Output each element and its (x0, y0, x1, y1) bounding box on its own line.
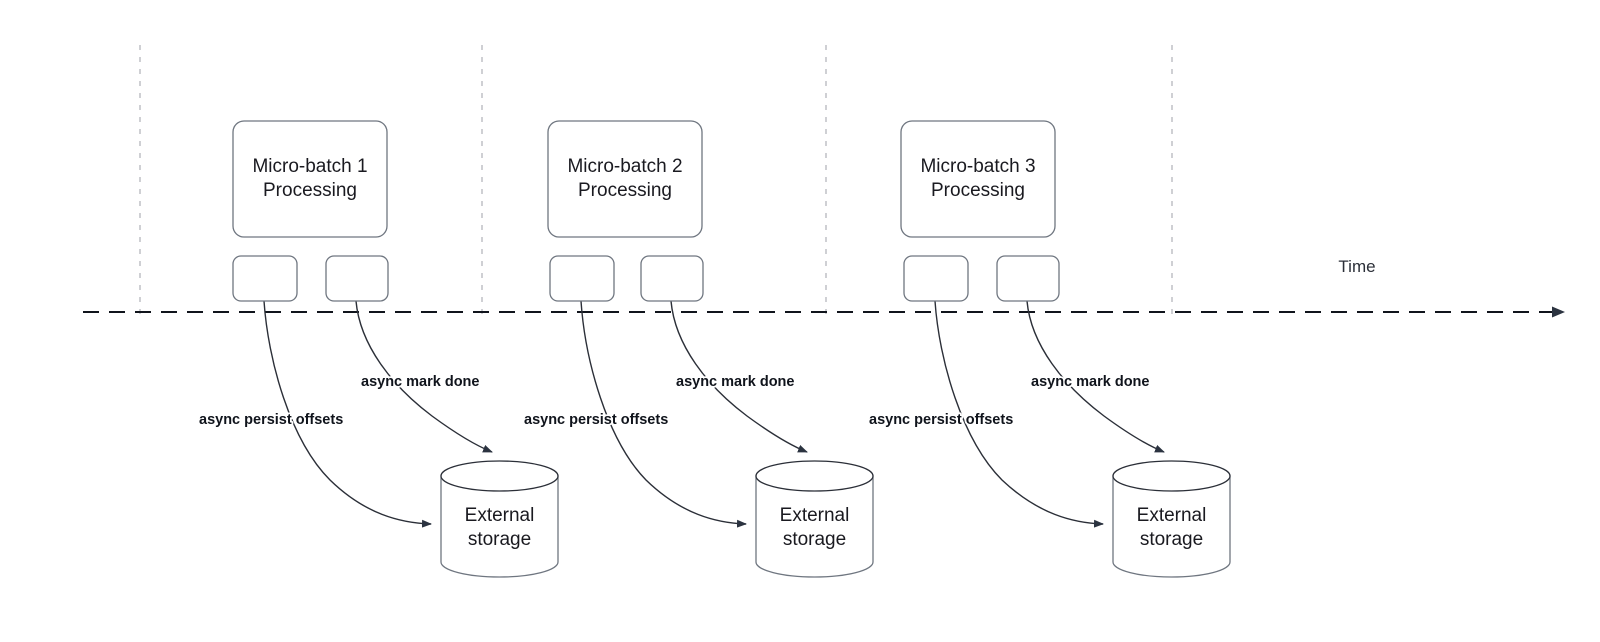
timeline-axis: Time (83, 257, 1565, 318)
edge-labels: async persist offsets async persist offse… (197, 372, 1151, 430)
external-storage-body-3[interactable] (1112, 475, 1231, 578)
microbatch-box-1[interactable] (232, 120, 388, 238)
edge-mark-done-1 (355, 300, 493, 453)
external-storage-label-line2-2: storage (783, 529, 846, 550)
microbatch-label-line2-1: Processing (263, 180, 357, 201)
microbatch-box-3[interactable] (900, 120, 1056, 238)
edge-label-mark-done-2: async mark done (676, 374, 794, 390)
microbatch-label-line2-2: Processing (578, 180, 672, 201)
edge-label-persist-offsets-1: async persist offsets (199, 412, 343, 428)
microbatch-box-2[interactable] (547, 120, 703, 238)
microbatch-label-line2-3: Processing (931, 180, 1025, 201)
mini-box-2-2[interactable] (640, 255, 704, 302)
edge-mark-done-2 (670, 300, 808, 453)
edge-label-halo-mark-done-1: async mark done (361, 374, 479, 390)
external-storage-label-line2-3: storage (1140, 529, 1203, 550)
microbatch-label-line1-1: Micro-batch 1 (252, 156, 367, 177)
edge-label-halo-mark-done-2: async mark done (676, 374, 794, 390)
external-storage-top-2 (755, 460, 874, 492)
edge-label-halo-mark-done-3: async mark done (1031, 374, 1149, 390)
external-storage-body-2[interactable] (755, 475, 874, 578)
external-storage-label-line1-1: External (465, 505, 535, 526)
edge-persist-offsets-2 (580, 300, 747, 528)
mini-box-3-1[interactable] (903, 255, 969, 302)
external-storage-label-line2-1: storage (468, 529, 531, 550)
time-axis-label: Time (1338, 257, 1375, 276)
timeline-dividers (139, 45, 1173, 318)
mini-box-2-1[interactable] (549, 255, 615, 302)
edge-mark-done-3 (1026, 300, 1165, 453)
microbatch-label-line1-2: Micro-batch 2 (567, 156, 682, 177)
mini-box-1-2[interactable] (325, 255, 389, 302)
external-storage-top-3 (1112, 460, 1231, 492)
edge-persist-offsets-3 (934, 300, 1104, 528)
flow-edges (263, 300, 1165, 528)
edge-label-persist-offsets-3: async persist offsets (869, 412, 1013, 428)
mini-box-3-2[interactable] (996, 255, 1060, 302)
edge-persist-offsets-1 (263, 300, 432, 528)
edge-label-halo-persist-offsets-1: async persist offsets (199, 412, 343, 428)
edge-label-persist-offsets-2: async persist offsets (524, 412, 668, 428)
external-storage-label-line1-3: External (1137, 505, 1207, 526)
external-storage-label-line1-2: External (780, 505, 850, 526)
edge-label-halo-persist-offsets-3: async persist offsets (869, 412, 1013, 428)
edge-label-halo-persist-offsets-2: async persist offsets (524, 412, 668, 428)
mini-box-1-1[interactable] (232, 255, 298, 302)
microbatch-label-line1-3: Micro-batch 3 (920, 156, 1035, 177)
external-storage-body-1[interactable] (440, 475, 559, 578)
edge-label-mark-done-1: async mark done (361, 374, 479, 390)
external-storage-top-1 (440, 460, 559, 492)
edge-label-mark-done-3: async mark done (1031, 374, 1149, 390)
